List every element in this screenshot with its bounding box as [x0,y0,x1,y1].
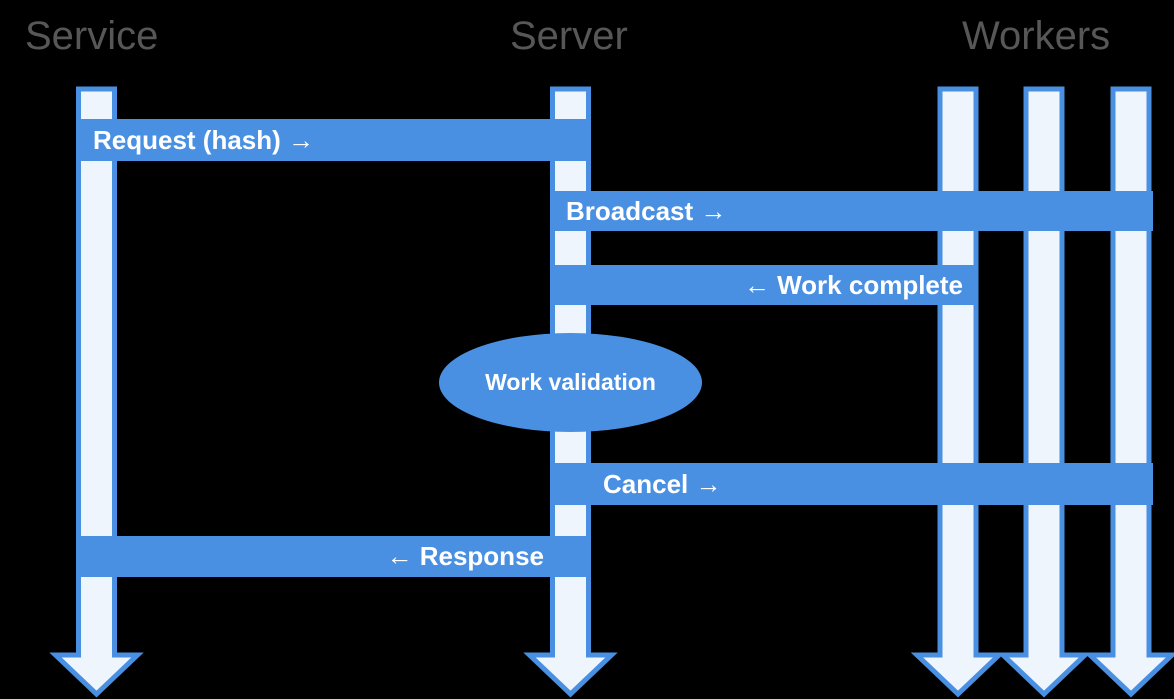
lifeline-service-arrow [49,86,144,698]
message-cancel: Cancel → [550,463,1153,505]
lifeline-worker-3-arrow [1083,86,1174,698]
message-broadcast: Broadcast → [550,191,1153,231]
message-response-label: ← Response [386,541,545,571]
actor-label-workers: Workers [962,14,1111,58]
message-work-complete-label: ← Work complete [743,269,963,300]
lifeline-worker-1-arrow [910,86,1006,698]
work-validation-label: Work validation [485,369,656,395]
message-response: ← Response [76,536,591,577]
actor-label-service: Service [25,14,159,58]
actor-label-server: Server [510,14,628,58]
message-broadcast-label: Broadcast → [566,195,727,226]
message-cancel-label: Cancel → [603,468,722,499]
message-request-hash: Request (hash) → [76,119,591,161]
work-validation-ellipse: Work validation [439,333,702,432]
message-work-complete: ← Work complete [550,265,978,305]
message-request-hash-label: Request (hash) → [93,124,315,155]
lifeline-worker-2-arrow [996,86,1092,698]
